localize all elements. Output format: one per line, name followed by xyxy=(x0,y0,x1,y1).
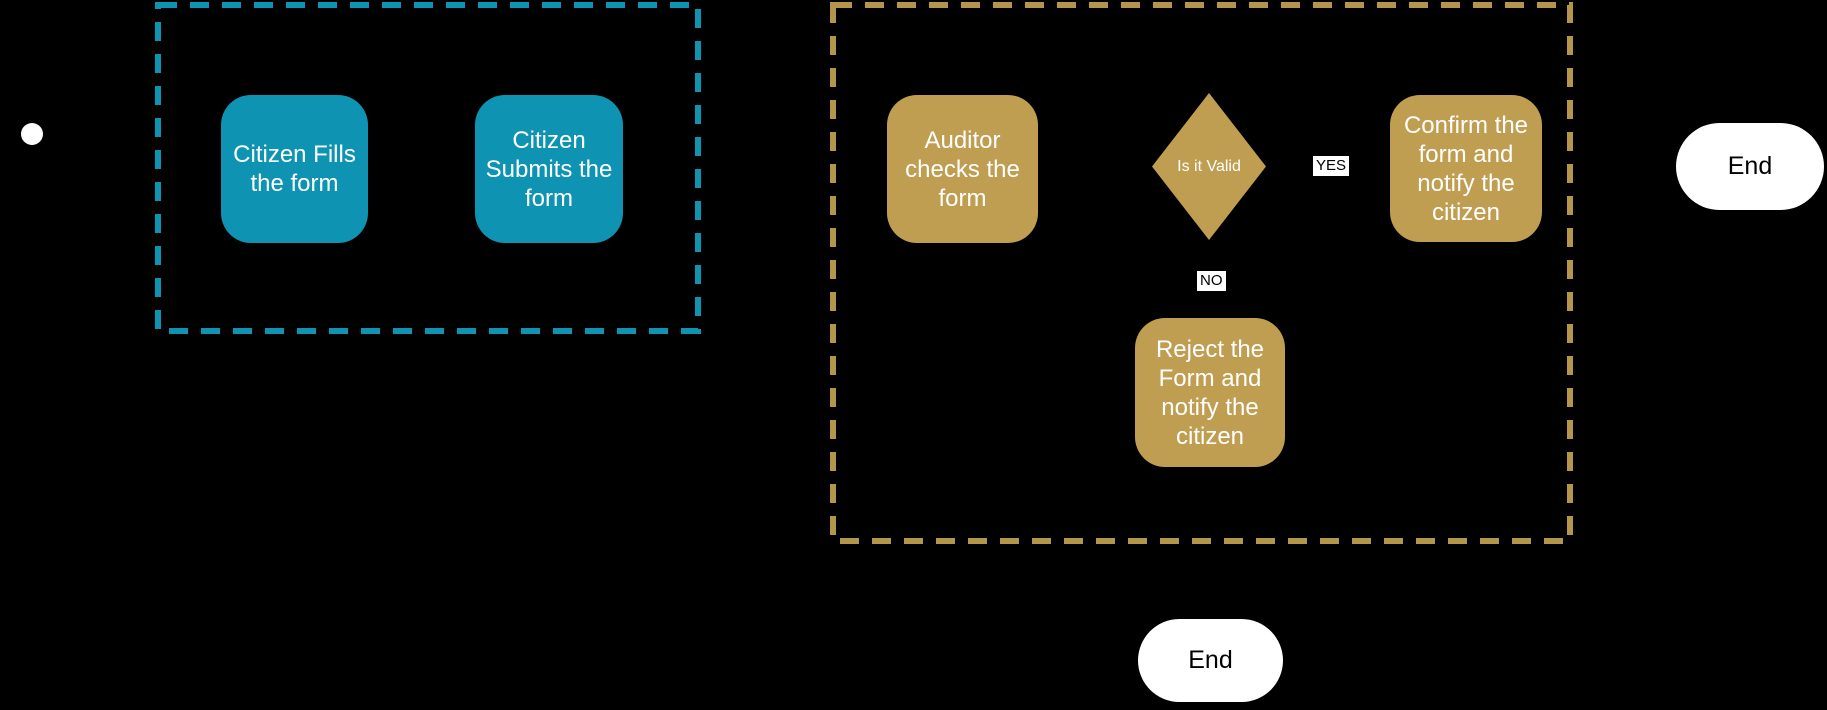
node-reject-form[interactable]: Reject the Form and notify the citizen xyxy=(1135,318,1285,467)
decision-is-it-valid-label: Is it Valid xyxy=(1177,157,1241,175)
edge-label-yes: YES xyxy=(1313,156,1350,176)
start-node[interactable] xyxy=(21,123,43,145)
end-node-bottom[interactable]: End xyxy=(1138,619,1283,702)
node-confirm-form-label: Confirm the form and notify the citizen xyxy=(1403,111,1529,226)
end-node-bottom-label: End xyxy=(1188,646,1233,674)
citizen-lane xyxy=(155,2,701,334)
node-confirm-form[interactable]: Confirm the form and notify the citizen xyxy=(1390,95,1542,242)
node-citizen-submits-form[interactable]: Citizen Submits the form xyxy=(475,95,623,243)
node-reject-form-label: Reject the Form and notify the citizen xyxy=(1155,335,1265,450)
end-node-right[interactable]: End xyxy=(1676,123,1824,210)
end-node-right-label: End xyxy=(1727,152,1773,180)
node-citizen-fills-form[interactable]: Citizen Fills the form xyxy=(221,95,368,243)
edge-label-no: NO xyxy=(1197,271,1226,291)
node-citizen-submits-form-label: Citizen Submits the form xyxy=(485,126,613,212)
node-auditor-checks-form-label: Auditor checks the form xyxy=(905,126,1020,212)
node-auditor-checks-form[interactable]: Auditor checks the form xyxy=(887,95,1038,243)
auditor-lane xyxy=(830,2,1573,544)
node-citizen-fills-form-label: Citizen Fills the form xyxy=(233,141,356,197)
